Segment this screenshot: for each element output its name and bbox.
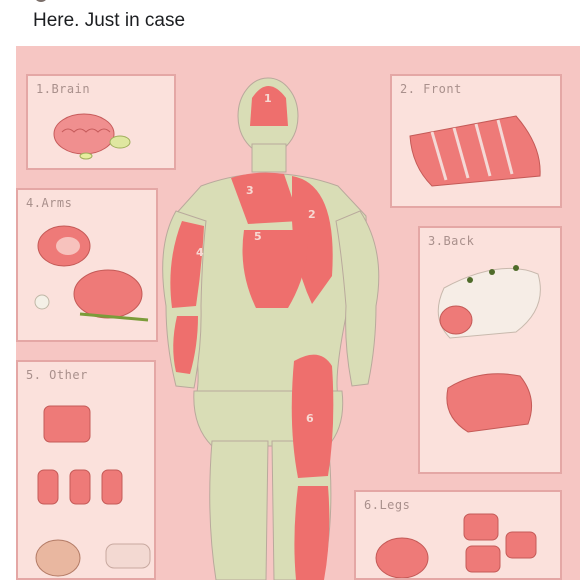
panel-front: 2. Front (390, 74, 562, 208)
panel-label-arms: 4.Arms (26, 196, 73, 210)
back-cuts-drawing (437, 265, 541, 433)
brain-meat-drawing (53, 113, 131, 160)
panel-arms: 4.Arms (16, 188, 158, 342)
panel-brain: 1.Brain (26, 74, 176, 170)
region-number-3: 3 (246, 184, 254, 197)
region-number-1: 1 (264, 92, 272, 105)
panel-legs: 6.Legs (354, 490, 562, 580)
meat-cuts-illustration[interactable]: 1 2 3 4 5 6 1.Brain 2. Front 4.Ar (16, 46, 580, 580)
avatar[interactable] (34, 0, 48, 2)
rib-rack-drawing (409, 115, 541, 187)
region-number-4: 4 (196, 246, 204, 259)
leg-cuts-drawing (375, 513, 537, 578)
region-number-2: 2 (308, 208, 316, 221)
region-number-6: 6 (306, 412, 314, 425)
post-header: Here. Just in case (0, 0, 580, 46)
panel-label-other: 5. Other (26, 368, 88, 382)
panel-label-front: 2. Front (400, 82, 462, 96)
panel-label-brain: 1.Brain (36, 82, 91, 96)
image-left-margin (0, 46, 16, 580)
panel-label-back: 3.Back (428, 234, 475, 248)
panel-label-legs: 6.Legs (364, 498, 411, 512)
arm-roast-drawing (34, 225, 149, 322)
panel-back: 3.Back (418, 226, 562, 474)
post-caption: Here. Just in case (33, 10, 186, 31)
other-cuts-drawing (35, 405, 151, 577)
meat-regions (170, 86, 334, 580)
panel-other: 5. Other (16, 360, 156, 580)
region-number-5: 5 (254, 230, 262, 243)
